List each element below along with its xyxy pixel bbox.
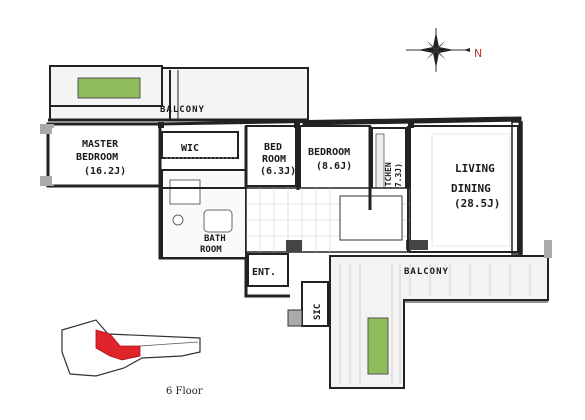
north-label: N bbox=[474, 47, 482, 60]
master-bedroom-line2: BEDROOM bbox=[76, 152, 118, 163]
interior-walls bbox=[158, 122, 414, 252]
living-dining-line2: DINING bbox=[451, 182, 491, 195]
living-dining-size: (28.5J) bbox=[454, 197, 500, 210]
floor-label: 6 Floor bbox=[166, 386, 203, 397]
key-plan bbox=[61, 319, 201, 377]
master-bedroom bbox=[52, 128, 158, 184]
kitchen-size: (7.3J) bbox=[394, 163, 403, 192]
planter-top bbox=[77, 77, 141, 99]
upper-balcony bbox=[48, 65, 309, 122]
compass-rose-icon bbox=[406, 28, 470, 72]
living-dining bbox=[409, 125, 519, 253]
balcony-top-label: BALCONY bbox=[160, 105, 205, 115]
bed-room-line2: ROOM bbox=[262, 154, 286, 165]
master-bedroom-size: (16.2J) bbox=[84, 166, 126, 177]
planter-bottom bbox=[367, 317, 389, 375]
bedroom bbox=[299, 125, 371, 193]
balcony-bottom-label: BALCONY bbox=[404, 267, 449, 277]
living-floor-grid bbox=[431, 133, 511, 247]
entrance-label: ENT. bbox=[252, 267, 276, 278]
bed-room-size: (6.3J) bbox=[260, 166, 296, 177]
bath-room-line1: BATH bbox=[204, 234, 226, 244]
bed-room-line1: BED bbox=[264, 142, 282, 153]
bath-room-line2: ROOM bbox=[200, 245, 222, 255]
bedroom-line1: BEDROOM bbox=[308, 147, 350, 158]
kitchen-label: KITCHEN bbox=[384, 162, 393, 196]
bath-area bbox=[161, 169, 247, 259]
hall-floor bbox=[245, 187, 428, 253]
master-bedroom-line1: MASTER bbox=[82, 139, 119, 150]
wic-room bbox=[161, 131, 239, 159]
bed-room bbox=[245, 125, 297, 187]
entrance bbox=[247, 253, 289, 287]
lower-balcony bbox=[329, 240, 552, 389]
living-dining-line1: LIVING bbox=[455, 162, 495, 175]
sic-label: SIC bbox=[313, 304, 323, 320]
sic-room bbox=[301, 281, 329, 327]
bedroom-size: (8.6J) bbox=[316, 161, 352, 172]
wic-label: WIC bbox=[181, 143, 199, 154]
